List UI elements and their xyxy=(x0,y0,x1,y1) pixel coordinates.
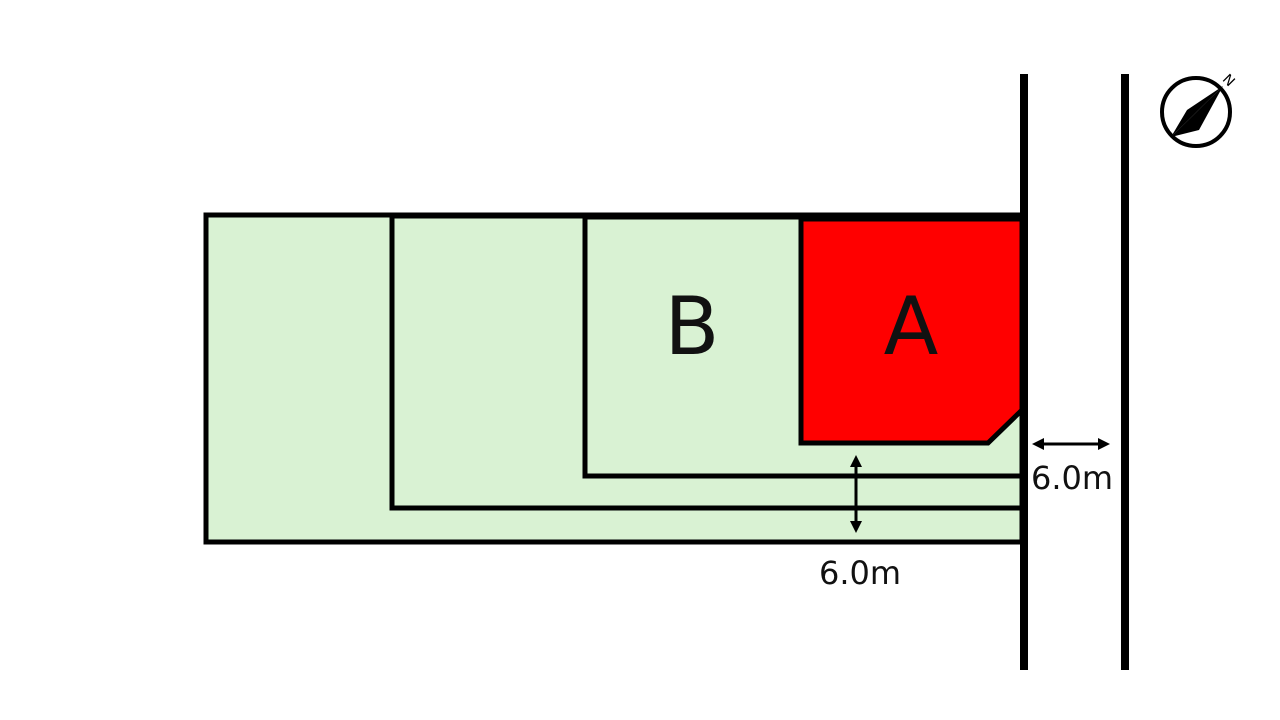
access-width-label: 6.0m xyxy=(819,554,901,592)
access-width-arrow xyxy=(850,455,862,533)
road-width-label: 6.0m xyxy=(1031,459,1113,497)
lot-a xyxy=(798,216,1025,446)
north-compass-icon: N xyxy=(1160,71,1238,148)
lot-a-label: A xyxy=(884,280,939,373)
lot-b-label: B xyxy=(665,280,720,373)
road-width-arrow xyxy=(1032,438,1110,450)
